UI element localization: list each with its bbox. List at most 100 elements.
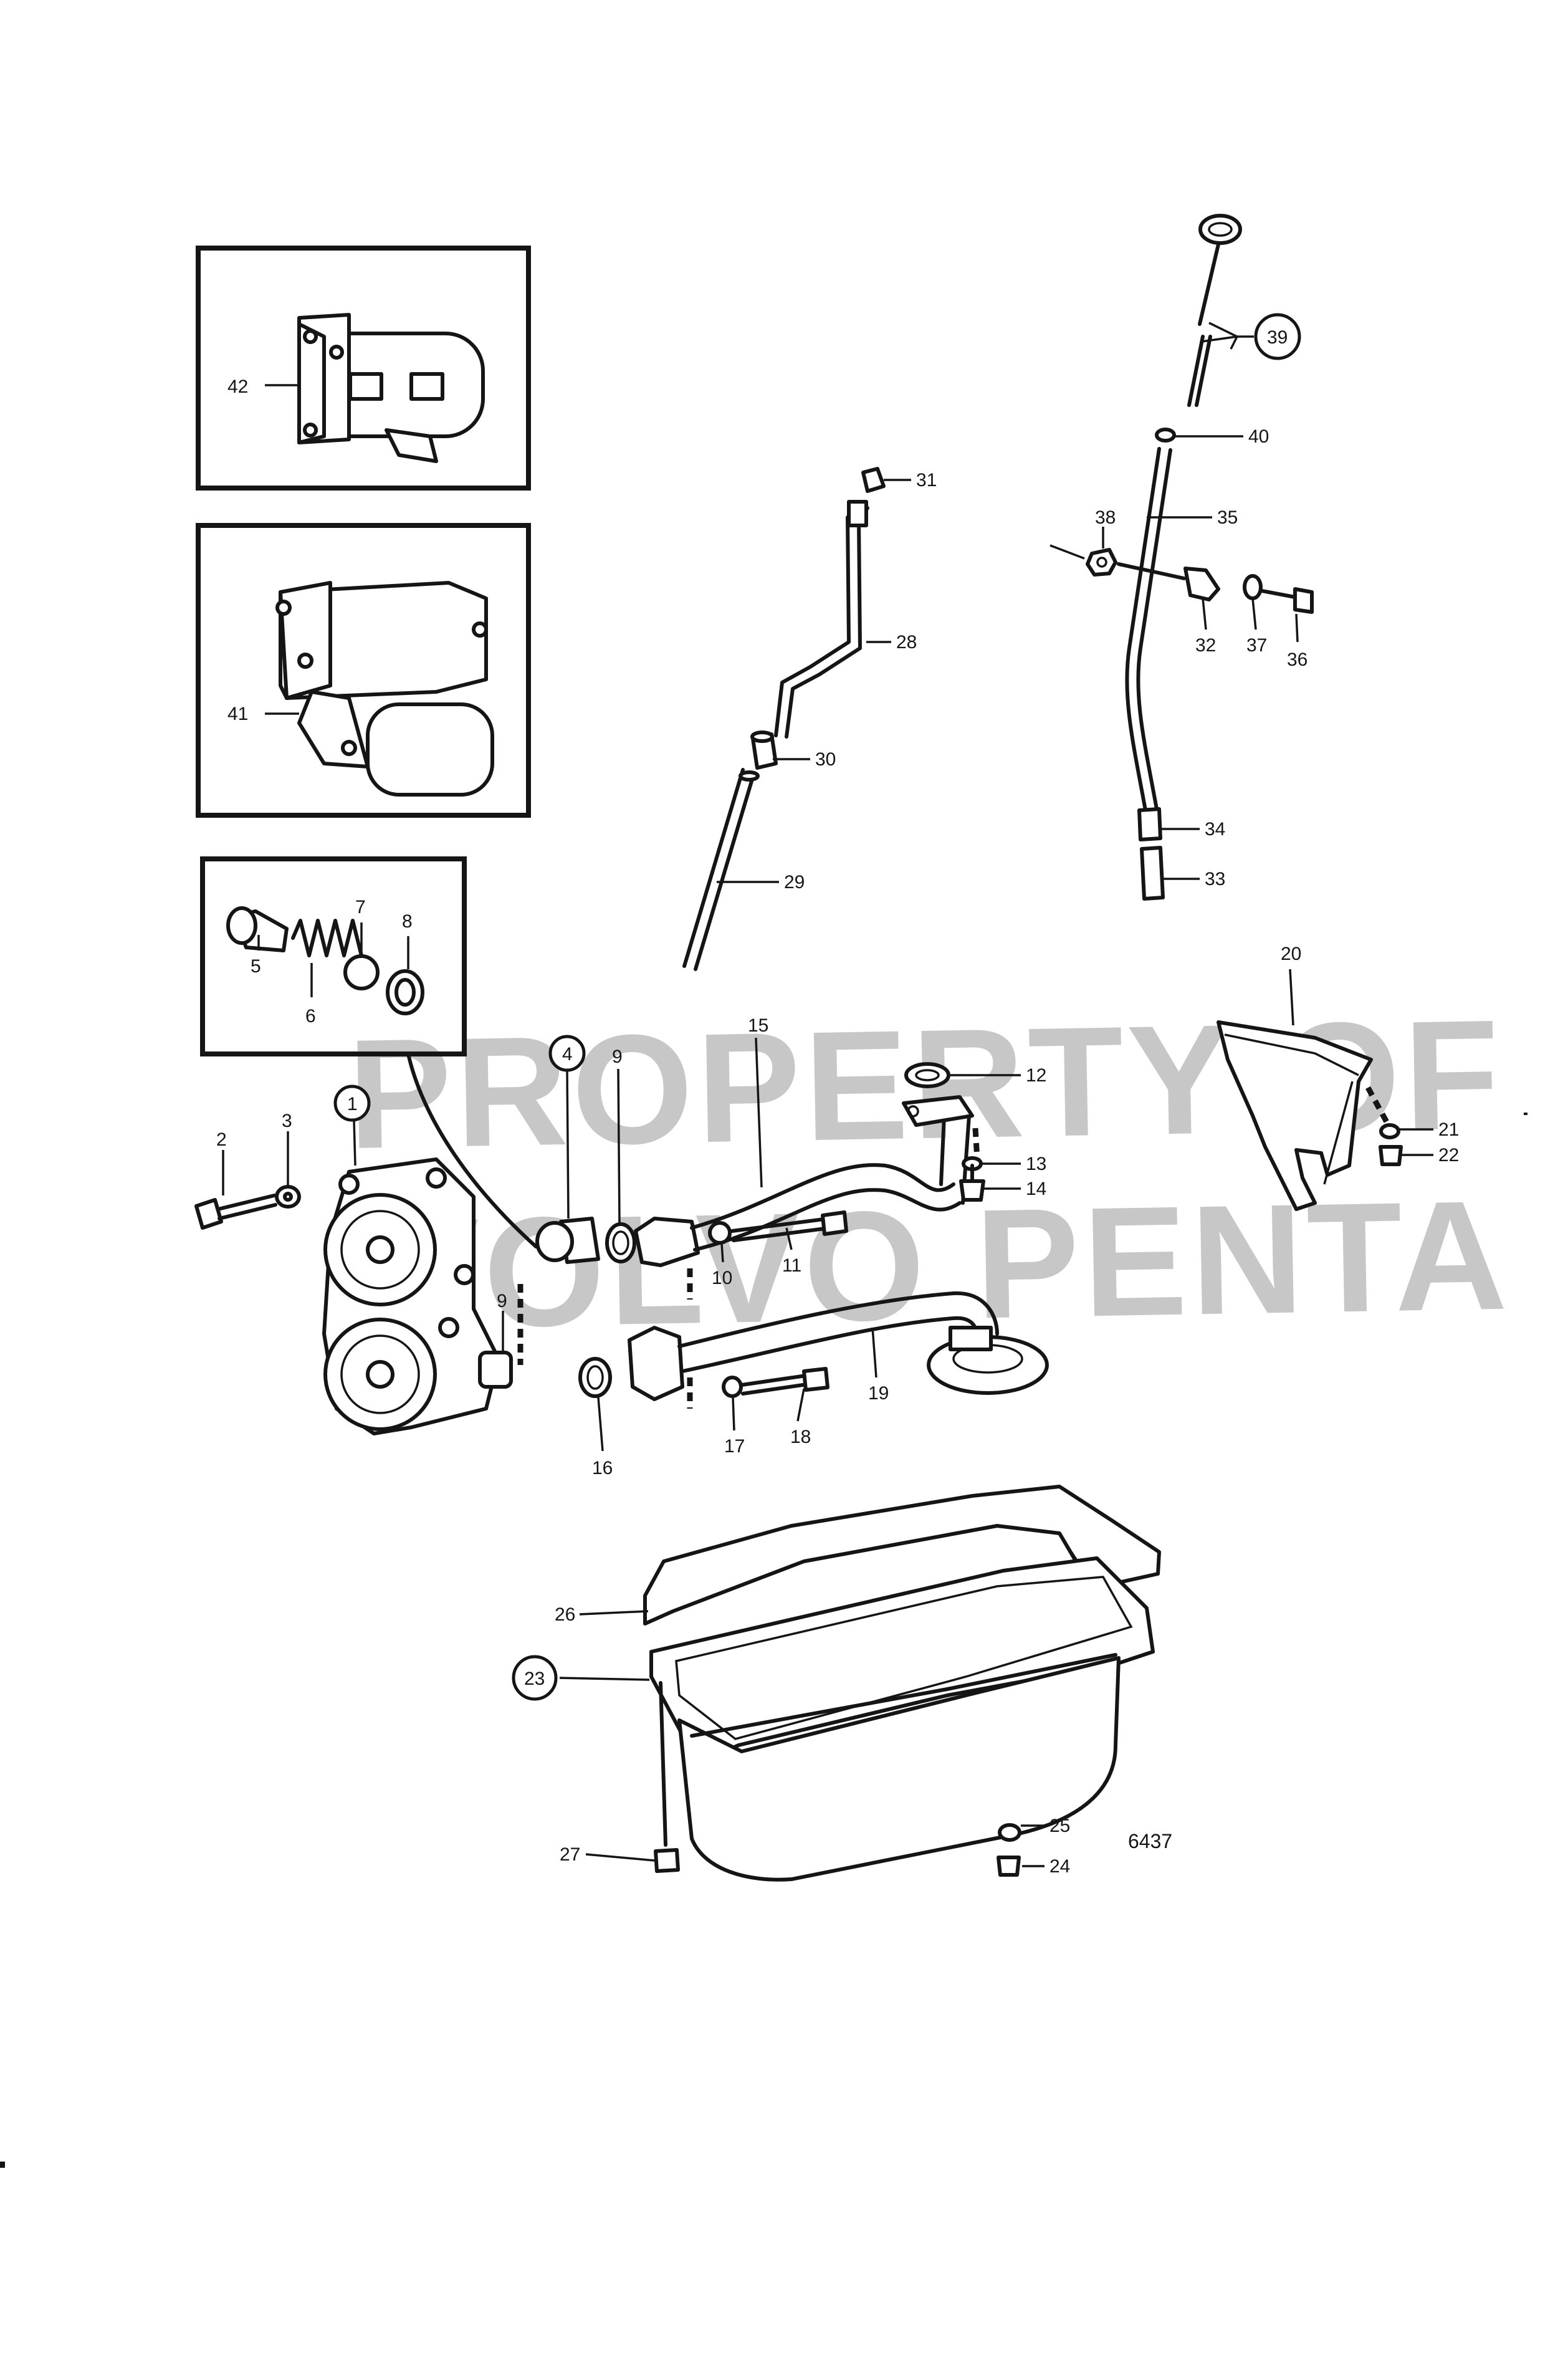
filter-canister <box>366 702 494 797</box>
part-41-oil-pump-assembly <box>275 581 494 797</box>
part-17-washer <box>722 1376 743 1398</box>
part-33-tube-end <box>1140 846 1165 901</box>
callout-32: 32 <box>1195 635 1216 656</box>
callout-20: 20 <box>1281 944 1301 964</box>
callout-18: 18 <box>790 1427 811 1447</box>
part-39-dipstick <box>1187 214 1242 407</box>
part-36-screw <box>1260 587 1314 614</box>
callout-28: 28 <box>896 632 917 653</box>
callout-41: 41 <box>227 704 248 724</box>
callout-42: 42 <box>227 376 248 397</box>
callout-9-upper: 9 <box>612 1046 623 1067</box>
callout-9-lower: 9 <box>497 1291 507 1311</box>
callout-40: 40 <box>1248 426 1269 447</box>
part-35-dipstick-tube <box>1125 447 1172 812</box>
part-20-bracket <box>1217 1020 1373 1211</box>
callout-3: 3 <box>282 1111 292 1131</box>
centerline-38 <box>1049 544 1085 560</box>
callout-39-circle <box>1254 313 1301 360</box>
part-28-dipstick-tube-upper <box>774 500 869 739</box>
callout-23-circle <box>512 1655 558 1701</box>
callout-33: 33 <box>1205 869 1225 889</box>
callout-25: 25 <box>1049 1816 1070 1836</box>
part-31-cap <box>861 467 886 493</box>
part-11-bolt <box>730 1210 848 1242</box>
callout-1-circle <box>333 1085 371 1122</box>
callout-39: 39 <box>1267 327 1288 348</box>
callout-14: 14 <box>1026 1179 1046 1199</box>
part-16-seal-ring <box>578 1357 612 1398</box>
callout-4-circle <box>548 1035 586 1072</box>
callout-7: 7 <box>355 897 366 917</box>
scan-mark <box>0 2162 5 2168</box>
callout-35: 35 <box>1217 507 1238 528</box>
inset-frame-relief-valve <box>200 856 467 1056</box>
part-42-oil-pump <box>297 313 485 463</box>
callout-31: 31 <box>916 470 937 491</box>
part-34-sleeve <box>1137 807 1162 841</box>
inset-box-oil-pump-42 <box>196 246 531 491</box>
part-3-washer <box>275 1185 301 1209</box>
callout-29: 29 <box>784 872 805 893</box>
part-10-washer <box>708 1221 732 1245</box>
callout-16: 16 <box>592 1458 613 1478</box>
part-7-piston <box>343 954 380 990</box>
callout-2: 2 <box>216 1129 227 1150</box>
part-21-lockwasher <box>1379 1123 1400 1139</box>
callout-15: 15 <box>748 1015 768 1036</box>
callout-12: 12 <box>1026 1065 1046 1086</box>
part-30-sleeve <box>750 730 778 770</box>
part-9-seal-upper <box>605 1222 636 1263</box>
callout-37: 37 <box>1246 635 1267 656</box>
callout-36: 36 <box>1287 649 1307 670</box>
part-4-connector <box>535 1217 600 1264</box>
callout-21: 21 <box>1438 1119 1459 1140</box>
part-29-dipstick-tube-lower <box>682 768 760 971</box>
pipe-flange-19 <box>628 1326 684 1401</box>
part-40-o-ring <box>1155 428 1176 443</box>
callout-23: 23 <box>524 1669 545 1689</box>
pipe-flange-15 <box>634 1217 700 1267</box>
callout-13: 13 <box>1026 1154 1046 1174</box>
callout-17: 17 <box>724 1436 745 1457</box>
inset-leader-line <box>406 1052 538 1248</box>
callout-11: 11 <box>782 1255 801 1276</box>
part-12-gasket <box>904 1062 950 1088</box>
part-18-bolt <box>740 1367 829 1396</box>
callout-5: 5 <box>251 956 261 977</box>
part-23-oil-sump <box>649 1556 1155 1882</box>
part-38-nut <box>1086 548 1117 577</box>
part-37-washer <box>1243 574 1263 600</box>
watermark-line-2: VOLVO PENTA <box>375 1168 1512 1362</box>
leader-lines <box>222 322 1433 1867</box>
bolt-axis-32 <box>1117 562 1186 580</box>
part-19-suction-pipe <box>628 1291 1049 1401</box>
callout-labels: 42 41 5 6 7 8 1 4 2 3 9 9 10 11 12 13 14… <box>216 313 1459 1877</box>
part-8-washer <box>386 969 424 1015</box>
part-14-screw <box>959 1164 985 1202</box>
callout-26: 26 <box>555 1604 575 1625</box>
callout-38: 38 <box>1095 507 1116 528</box>
callout-6: 6 <box>305 1006 316 1027</box>
callout-4: 4 <box>562 1044 573 1065</box>
inset-frame-41 <box>196 523 531 818</box>
callout-10: 10 <box>712 1268 732 1288</box>
callout-30: 30 <box>815 749 836 770</box>
inset-box-relief-valve <box>200 856 467 1056</box>
part-2-bolt <box>194 1194 277 1230</box>
callout-19: 19 <box>868 1383 889 1404</box>
part-22-screw <box>1379 1145 1403 1166</box>
callout-1: 1 <box>347 1094 358 1114</box>
dashed-alignment-20 <box>1365 1086 1389 1124</box>
part-25-washer <box>998 1823 1021 1842</box>
callout-22: 22 <box>1438 1145 1459 1166</box>
inset-frame-42 <box>196 246 531 491</box>
scan-mark <box>1524 1113 1527 1115</box>
part-1-main-oil-pump <box>322 1157 513 1435</box>
part-15-pressure-pipe <box>634 1095 974 1267</box>
callout-24: 24 <box>1049 1856 1070 1877</box>
callout-34: 34 <box>1205 819 1225 840</box>
part-32-clamp <box>1183 567 1220 601</box>
dashed-alignment-12 <box>972 1128 980 1160</box>
